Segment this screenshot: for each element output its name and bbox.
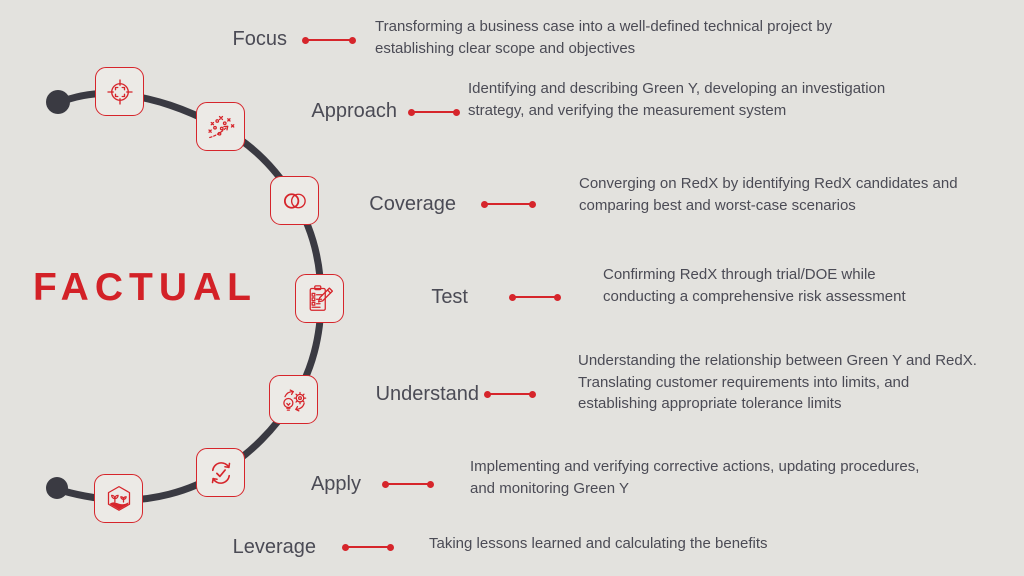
connector-test [509, 293, 561, 301]
step-description-focus: Transforming a business case into a well… [375, 18, 833, 57]
step-label-coverage: Coverage [369, 193, 456, 215]
growth-hand-icon [107, 485, 130, 511]
venn-overlap-icon [283, 192, 306, 209]
step-label-focus: Focus [232, 28, 287, 50]
step-icon-box-leverage [94, 474, 143, 523]
step-description-understand: Understanding the relationship between G… [578, 352, 977, 412]
curve-end-dot [46, 477, 68, 499]
step-label-understand: Understand [375, 383, 479, 405]
page-title: FACTUAL [33, 266, 257, 309]
step-description-leverage: Taking lessons learned and calculating t… [429, 535, 768, 552]
step-icon-box-focus [95, 67, 144, 116]
step-label-leverage: Leverage [232, 536, 316, 558]
step-label-test: Test [431, 286, 468, 308]
step-label-apply: Apply [310, 473, 361, 495]
step-description-coverage: Converging on RedX by identifying RedX c… [579, 175, 958, 214]
step-icon-box-apply [196, 448, 245, 497]
gears-lightbulb-icon [282, 388, 306, 412]
step-icon-box-approach [196, 102, 245, 151]
step-icon-box-test [295, 274, 344, 323]
connector-approach [408, 108, 460, 116]
curve-start-dot [46, 90, 70, 114]
connector-understand [484, 390, 536, 398]
step-description-test: Confirming RedX through trial/DOE while … [603, 266, 906, 305]
connector-apply [382, 480, 434, 488]
step-description-approach: Identifying and describing Green Y, deve… [468, 80, 886, 119]
step-description-apply: Implementing and verifying corrective ac… [470, 458, 920, 497]
sync-check-icon [211, 461, 230, 484]
checklist-pencil-icon [309, 284, 333, 311]
strategy-icon [207, 115, 234, 138]
step-icon-box-understand [269, 375, 318, 424]
step-icon-box-coverage [270, 176, 319, 225]
connector-leverage [342, 543, 394, 551]
connector-focus [302, 36, 356, 44]
step-label-approach: Approach [311, 100, 397, 122]
target-icon [106, 78, 133, 105]
connector-coverage [481, 200, 536, 208]
